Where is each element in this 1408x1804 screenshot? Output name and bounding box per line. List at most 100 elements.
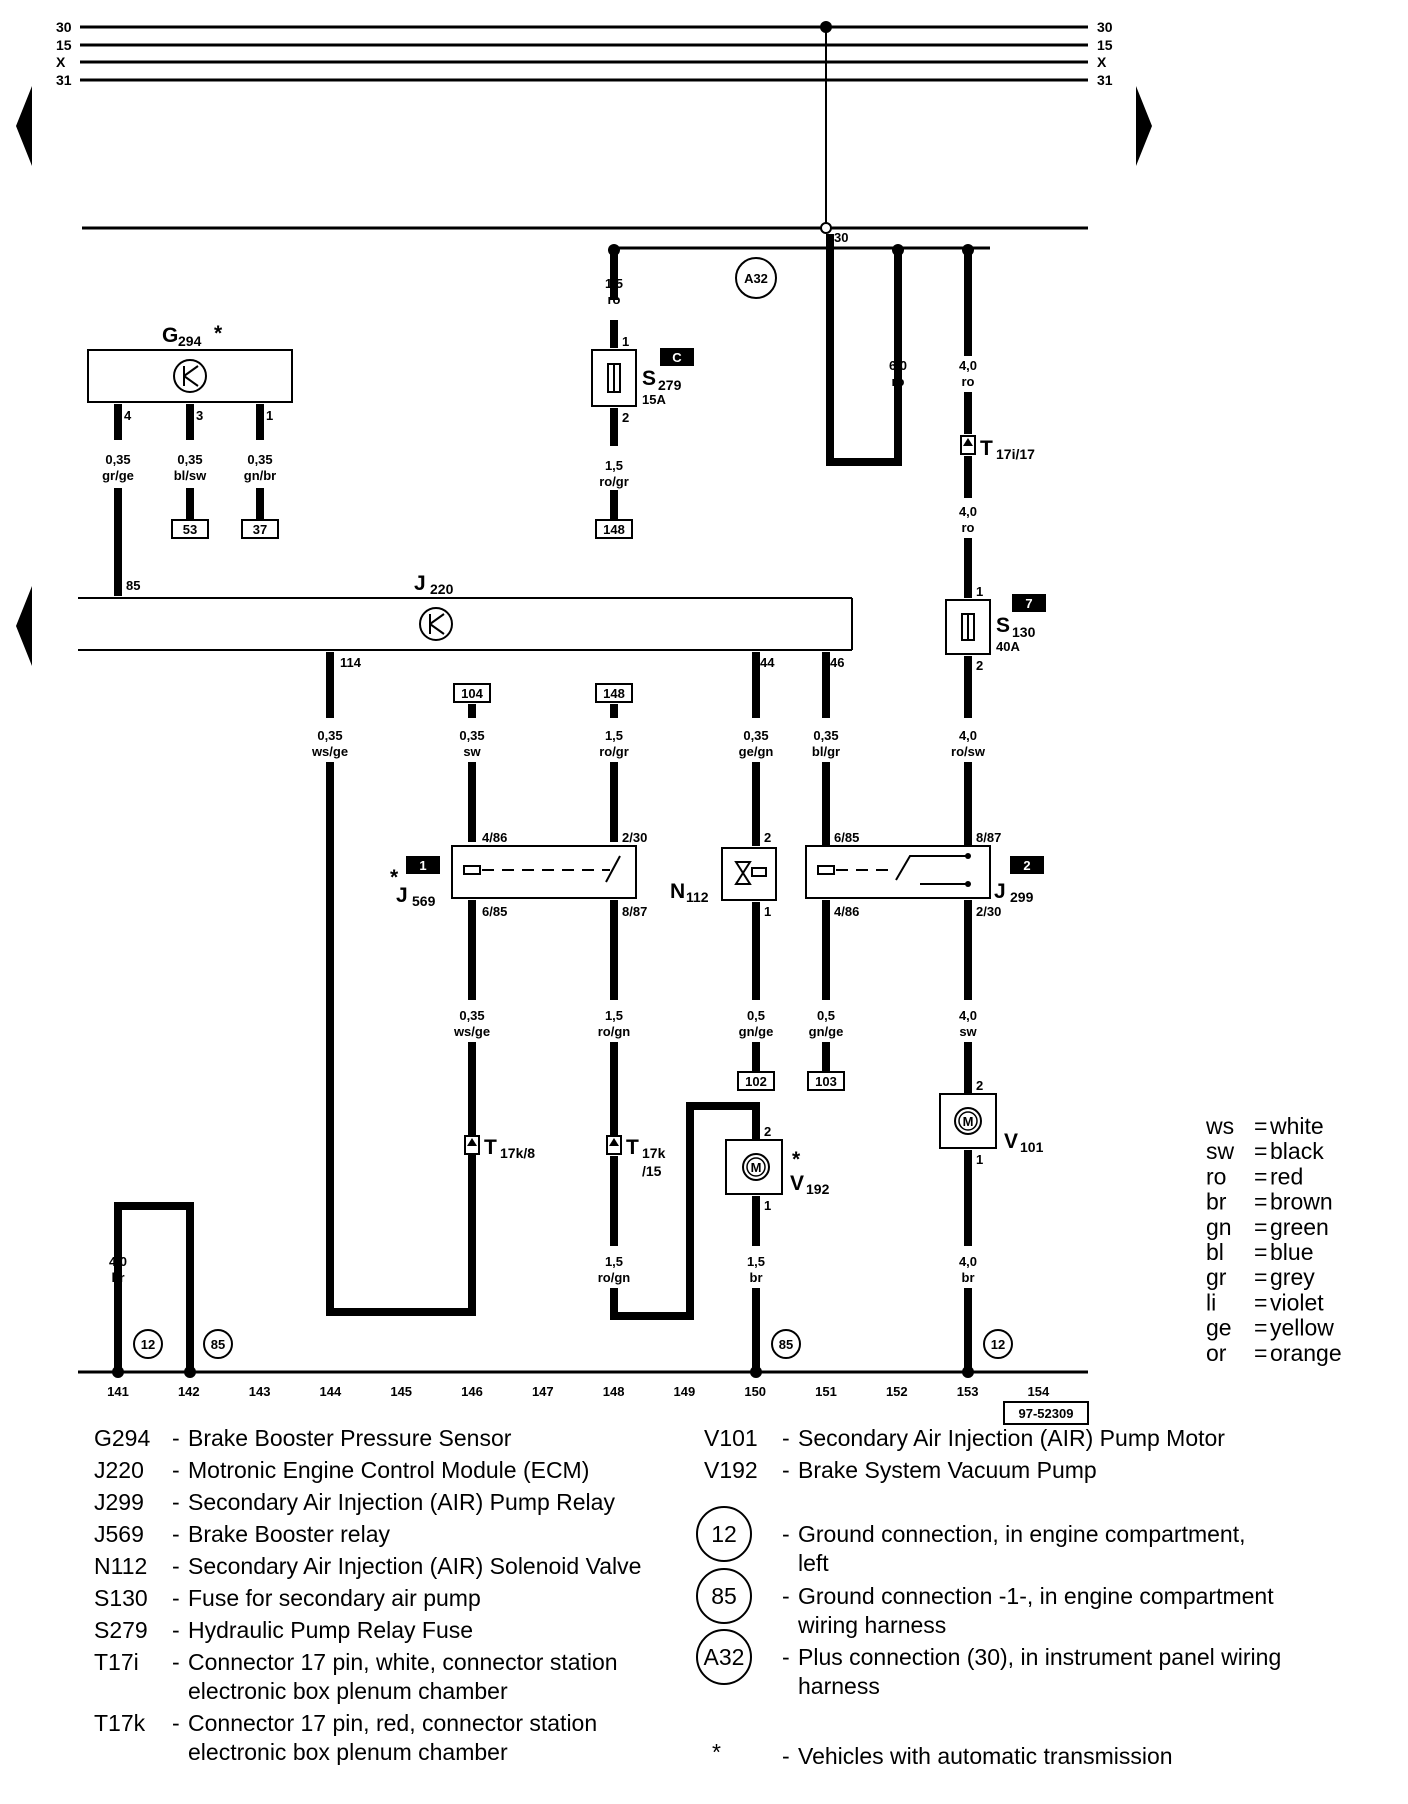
- legend-left-text: electronic box plenum chamber: [188, 1739, 508, 1765]
- legend-dash: -: [782, 1583, 790, 1609]
- legend-dash: -: [782, 1644, 790, 1670]
- scale-number: 144: [320, 1384, 342, 1399]
- bus-left-31: 31: [56, 72, 72, 88]
- svg-text:2: 2: [976, 1078, 983, 1093]
- svg-text:112: 112: [686, 889, 709, 905]
- scale-number: 154: [1028, 1384, 1050, 1399]
- wire-s279-bot-size: 1,5: [605, 458, 623, 473]
- wire-j569-sw-in-size: 1,5: [605, 728, 623, 743]
- prev-page-arrow-icon[interactable]: [16, 86, 32, 166]
- color-key-code: ws: [1205, 1113, 1234, 1139]
- ecm-j220: J 220 85 114 44 46: [78, 572, 853, 670]
- legend-dash: -: [172, 1585, 180, 1611]
- legend-ring-icon: [696, 1629, 752, 1685]
- wire-j299-out-size: 0,5: [817, 1008, 835, 1023]
- wire-g294-4-size: 0,35: [105, 452, 130, 467]
- relay-j299: 6/85 8/87 4/86 2/30 J 299 2: [805, 830, 1044, 919]
- bus-left-x: X: [56, 54, 66, 70]
- ground-85-mid: 85: [771, 1329, 801, 1359]
- ref-53: 53: [183, 522, 197, 537]
- wire-n112-out-color: gn/ge: [739, 1024, 774, 1039]
- wire-j569-in-size: 0,35: [459, 728, 484, 743]
- wire-s130-bot-size: 4,0: [959, 728, 977, 743]
- color-key-equals: =: [1254, 1163, 1267, 1189]
- svg-text:46: 46: [830, 655, 844, 670]
- legend-right-text: Plus connection (30), in instrument pane…: [798, 1644, 1281, 1670]
- a32-connection: A32: [735, 257, 777, 299]
- legend-left-code: T17i: [94, 1649, 139, 1675]
- wire-s279-top-size: 1,5: [605, 276, 623, 291]
- scale-number: 142: [178, 1384, 200, 1399]
- wire-j569-out-color: ws/ge: [453, 1024, 490, 1039]
- color-key-code: sw: [1206, 1138, 1235, 1164]
- svg-text:A32: A32: [744, 271, 768, 286]
- wire-j299-in-color: bl/gr: [812, 744, 840, 759]
- color-key-code: or: [1206, 1340, 1227, 1366]
- wire-j569-sw-in-color: ro/gr: [599, 744, 629, 759]
- scale-number: 151: [815, 1384, 837, 1399]
- svg-text:15A: 15A: [642, 392, 666, 407]
- svg-text:C: C: [672, 350, 682, 365]
- color-key-code: ro: [1206, 1163, 1226, 1189]
- svg-text:17i/17: 17i/17: [996, 446, 1035, 462]
- ref-148-mid: 148: [603, 686, 625, 701]
- legend-left-code: S279: [94, 1617, 148, 1643]
- wire-j299-out-color: gn/ge: [809, 1024, 844, 1039]
- legend-right-code: V192: [704, 1457, 758, 1483]
- svg-text:85: 85: [779, 1337, 793, 1352]
- legend-right-text: wiring harness: [797, 1612, 946, 1638]
- color-key: ws=whitesw=blackro=redbr=browngn=greenbl…: [1205, 1113, 1342, 1366]
- next-page-arrow-icon[interactable]: [1136, 86, 1152, 166]
- legend-right-text: Ground connection -1-, in engine compart…: [798, 1583, 1274, 1609]
- color-key-code: br: [1206, 1189, 1227, 1215]
- wire-s130-bot-color: ro/sw: [951, 744, 986, 759]
- pump-v192: M 2 1 V 192 *: [725, 1124, 830, 1213]
- color-key-name: red: [1270, 1163, 1303, 1189]
- ground-12-right: 12: [983, 1329, 1013, 1359]
- svg-text:J: J: [396, 884, 408, 907]
- wire-v101-in-size: 4,0: [959, 1008, 977, 1023]
- legend-left-text: Secondary Air Injection (AIR) Pump Relay: [188, 1489, 615, 1515]
- svg-text:S: S: [642, 367, 656, 390]
- svg-text:279: 279: [658, 377, 682, 393]
- svg-text:192: 192: [806, 1181, 830, 1197]
- wire-g294-1-size: 0,35: [247, 452, 272, 467]
- legend-right-code: *: [712, 1739, 721, 1765]
- legend-ring-icon: [696, 1506, 752, 1562]
- svg-text:220: 220: [430, 581, 454, 597]
- svg-text:G: G: [162, 324, 178, 347]
- svg-text:569: 569: [412, 893, 436, 909]
- svg-text:S: S: [996, 614, 1010, 637]
- ref-148-top: 148: [603, 522, 625, 537]
- wire-n112-in-size: 0,35: [743, 728, 768, 743]
- color-key-name: brown: [1270, 1189, 1333, 1215]
- color-key-equals: =: [1254, 1214, 1267, 1240]
- legend-left-text: electronic box plenum chamber: [188, 1678, 508, 1704]
- scale-number: 145: [390, 1384, 412, 1399]
- connector-t17k-8: T 17k/8: [464, 1135, 535, 1161]
- sensor-g294: G 294 * 4 3 1: [87, 322, 293, 423]
- svg-text:4/86: 4/86: [834, 904, 859, 919]
- color-key-equals: =: [1254, 1315, 1267, 1341]
- valve-n112: N 112 2 1: [670, 830, 777, 919]
- wire-v192-sw-size: 1,5: [605, 1254, 623, 1269]
- scale-number: 150: [744, 1384, 766, 1399]
- svg-text:17k/8: 17k/8: [500, 1145, 535, 1161]
- legend-right-text: Vehicles with automatic transmission: [798, 1743, 1173, 1769]
- wire-j220-114-color: ws/ge: [311, 744, 348, 759]
- legend-right-code: 12: [711, 1521, 737, 1547]
- point-30-label: 30: [834, 230, 848, 245]
- wire-v101-gnd-color: br: [962, 1270, 975, 1285]
- svg-text:7: 7: [1025, 596, 1032, 611]
- color-key-name: green: [1270, 1214, 1329, 1240]
- svg-text:85: 85: [211, 1337, 225, 1352]
- scale-number: 149: [674, 1384, 696, 1399]
- scale-number: 153: [957, 1384, 979, 1399]
- bus-right-31: 31: [1097, 72, 1113, 88]
- wire-gnd141-size: 4,0: [109, 1254, 127, 1269]
- svg-text:2/30: 2/30: [622, 830, 647, 845]
- legend-dash: -: [172, 1489, 180, 1515]
- svg-text:2: 2: [764, 830, 771, 845]
- legend-dash: -: [172, 1710, 180, 1736]
